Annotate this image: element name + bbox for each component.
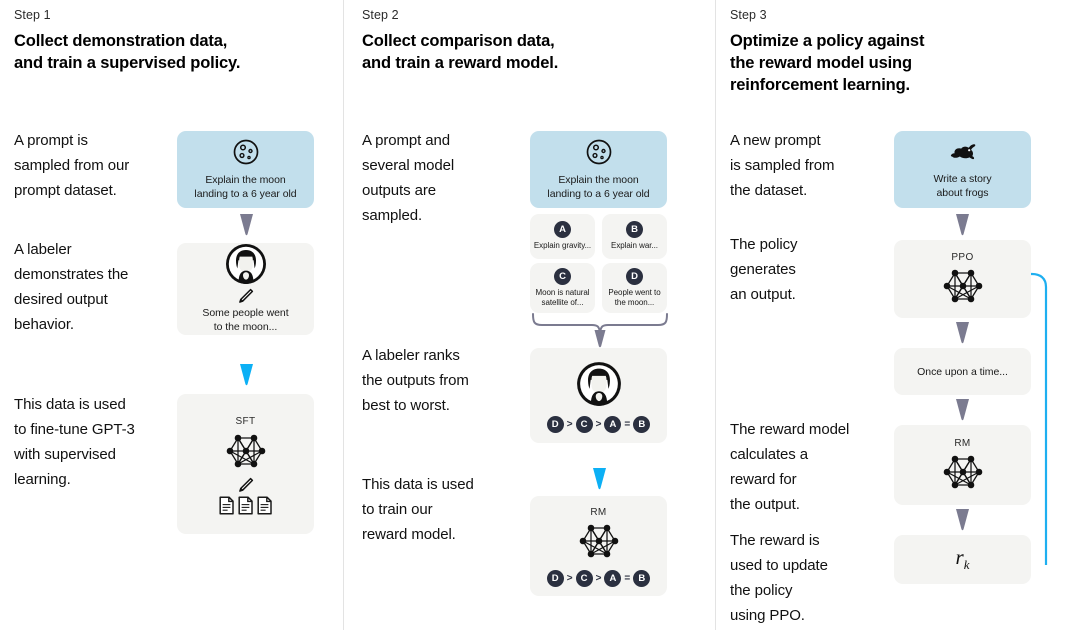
step-1-sft-title: SFT <box>235 415 256 427</box>
step-3-prompt-card[interactable]: Write a story about frogs <box>894 131 1031 208</box>
step-3-ppo-card[interactable]: PPO <box>894 240 1031 318</box>
rank-op-3: = <box>624 572 631 584</box>
rank-op-1: > <box>566 572 573 584</box>
step-1-sft-card[interactable]: SFT <box>177 394 314 534</box>
rank-badge-2: C <box>575 415 593 433</box>
pencil-icon <box>238 288 253 303</box>
step-2-output-card-d[interactable]: D People went to the moon... <box>602 263 667 313</box>
step-3-prompt-caption: Write a story about frogs <box>933 173 992 199</box>
documents-icon <box>218 495 273 515</box>
rank-badge-2: C <box>575 569 593 587</box>
arrow-output-to-rm <box>956 399 969 421</box>
step-1-label: Step 1 <box>14 8 51 22</box>
output-badge-d: D <box>626 267 643 285</box>
output-caption-b: Explain war... <box>611 241 658 251</box>
arrow-labeler-to-rm <box>593 468 606 490</box>
rank-badge-1: D <box>546 569 564 587</box>
arrow-prompt-to-labeler <box>240 214 253 236</box>
output-badge-b: B <box>626 221 643 239</box>
column-divider-1 <box>343 0 344 630</box>
ranking-row: D > C > A = B <box>546 415 651 433</box>
rank-badge-4: B <box>633 415 651 433</box>
step-1-labeler-caption: Some people went to the moon... <box>202 306 289 333</box>
step-2-title-line-1: Collect comparison data, <box>362 32 555 50</box>
step-3-rm-card[interactable]: RM <box>894 425 1031 505</box>
generated-output-caption: Once upon a time... <box>917 365 1008 378</box>
step-2-rm-title: RM <box>590 506 607 518</box>
step-1-title-line-1: Collect demonstration data, <box>14 32 228 50</box>
step-3-reward-value-card[interactable]: rk <box>894 535 1031 584</box>
step-2-output-card-c[interactable]: C Moon is natural satellite of... <box>530 263 595 313</box>
moon-icon <box>233 139 258 165</box>
step-2-rm-card[interactable]: RM D > C > A = B <box>530 496 667 596</box>
labeler-avatar-icon <box>225 243 266 284</box>
pencil-icon <box>238 477 253 492</box>
step-2-column: Step 2 Collect comparison data, and trai… <box>344 0 716 630</box>
step-3-label: Step 3 <box>730 8 767 22</box>
step-3-paragraph-3: The reward model calculates a reward for… <box>730 421 850 513</box>
step-2-prompt-caption: Explain the moon landing to a 6 year old <box>547 174 650 200</box>
step-3-title-line-3: reinforcement learning. <box>730 76 910 94</box>
step-2-paragraph-3: This data is used to train our reward mo… <box>362 476 474 543</box>
reward-formula-subscript: k <box>963 557 970 573</box>
rank-badge-1: D <box>546 415 564 433</box>
reward-formula: rk <box>956 545 970 573</box>
neural-network-icon <box>942 454 983 489</box>
step-3-paragraph-1: A new prompt is sampled from the dataset… <box>730 132 835 199</box>
rank-badge-3: A <box>604 569 622 587</box>
arrow-rm-to-reward <box>956 509 969 531</box>
step-3-title-line-2: the reward model using <box>730 54 912 72</box>
step-3-paragraph-2: The policy generates an output. <box>730 236 798 303</box>
frog-icon <box>950 144 975 160</box>
step-2-label: Step 2 <box>362 8 399 22</box>
output-caption-c: Moon is natural satellite of... <box>535 287 590 308</box>
step-1-prompt-card[interactable]: Explain the moon landing to a 6 year old <box>177 131 314 208</box>
step-1-labeler-demo-card[interactable]: Some people went to the moon... <box>177 243 314 335</box>
brace-outputs-to-labeler <box>532 313 668 348</box>
step-3-paragraph-4: The reward is used to update the policy … <box>730 532 828 624</box>
labeler-avatar-icon <box>576 361 621 406</box>
step-3-title-line-1: Optimize a policy against <box>730 32 925 50</box>
step-2-labeler-rank-card[interactable]: D > C > A = B <box>530 348 667 443</box>
step-2-output-card-a[interactable]: A Explain gravity... <box>530 214 595 259</box>
step-1-paragraph-1: A prompt is sampled from our prompt data… <box>14 132 130 199</box>
step-2-title: Collect comparison data, and train a rew… <box>362 30 702 74</box>
arrow-labeler-to-sft <box>240 364 253 386</box>
step-2-prompt-card[interactable]: Explain the moon landing to a 6 year old <box>530 131 667 208</box>
step-2-paragraph-2: A labeler ranks the outputs from best to… <box>362 347 469 414</box>
step-2-output-card-b[interactable]: B Explain war... <box>602 214 667 259</box>
rank-badge-3: A <box>604 415 622 433</box>
output-caption-d: People went to the moon... <box>608 287 661 308</box>
step-1-paragraph-2: A labeler demonstrates the desired outpu… <box>14 241 129 333</box>
step-2-title-line-2: and train a reward model. <box>362 54 559 72</box>
rank-op-2: > <box>595 418 602 430</box>
rank-op-2: > <box>595 572 602 584</box>
ranking-row: D > C > A = B <box>546 569 651 587</box>
step-3-rm-title: RM <box>954 437 971 449</box>
neural-network-icon <box>578 523 619 558</box>
arrow-ppo-to-output <box>956 322 969 344</box>
output-badge-a: A <box>554 221 571 239</box>
neural-network-icon <box>942 268 983 303</box>
column-divider-2 <box>715 0 716 630</box>
step-3-title: Optimize a policy against the reward mod… <box>730 30 1070 96</box>
step-1-prompt-caption: Explain the moon landing to a 6 year old <box>194 174 297 200</box>
neural-network-icon <box>225 433 266 468</box>
output-badge-c: C <box>554 267 571 285</box>
reward-formula-symbol: r <box>955 545 964 570</box>
step-1-title-line-2: and train a supervised policy. <box>14 54 241 72</box>
step-2-paragraph-1: A prompt and several model outputs are s… <box>362 132 455 224</box>
arrow-prompt-to-ppo <box>956 214 969 236</box>
rank-badge-4: B <box>633 569 651 587</box>
output-caption-a: Explain gravity... <box>533 241 592 251</box>
step-3-ppo-title: PPO <box>951 251 974 263</box>
step-3-column: Step 3 Optimize a policy against the rew… <box>716 0 1080 630</box>
step-1-title: Collect demonstration data, and train a … <box>14 30 334 74</box>
step-1-column: Step 1 Collect demonstration data, and t… <box>0 0 344 630</box>
rank-op-1: > <box>566 418 573 430</box>
step-1-paragraph-3: This data is used to fine-tune GPT-3 wit… <box>14 396 135 488</box>
step-3-generated-output-card[interactable]: Once upon a time... <box>894 348 1031 395</box>
rank-op-3: = <box>624 418 631 430</box>
moon-icon <box>586 139 611 165</box>
